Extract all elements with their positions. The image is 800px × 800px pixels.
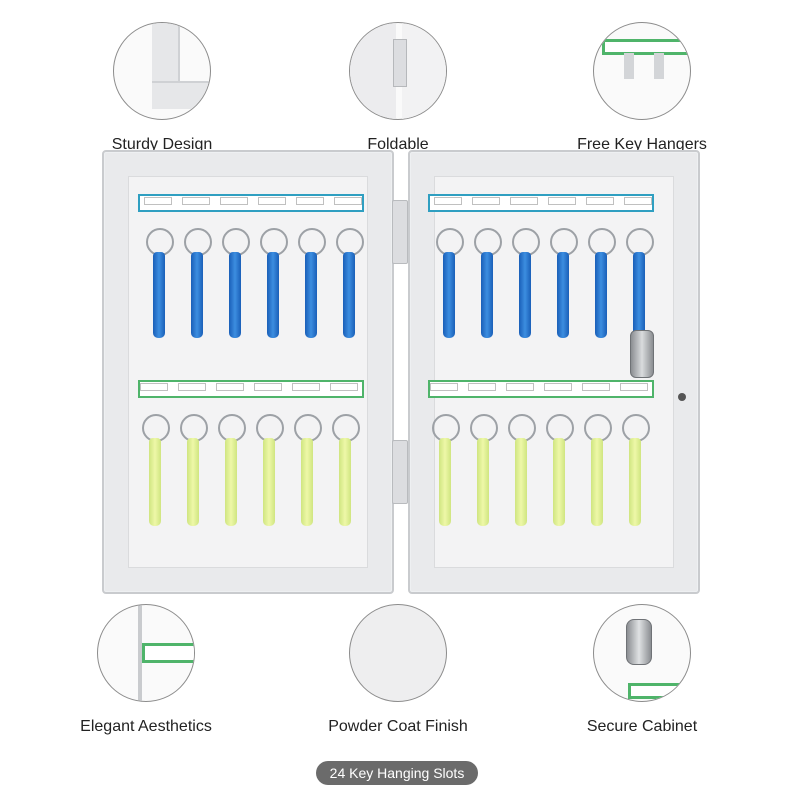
key-fob xyxy=(519,252,531,338)
cabinet-left-door xyxy=(102,150,394,594)
slot-tag xyxy=(258,197,286,205)
lock-icon[interactable] xyxy=(630,330,654,378)
slot-tag xyxy=(182,197,210,205)
feature-powder-coat-finish: Powder Coat Finish xyxy=(328,604,468,736)
feature-free-key-hangers: Free Key Hangers xyxy=(572,22,712,154)
key-slots-banner: 24 Key Hanging Slots xyxy=(316,761,478,785)
slot-tag xyxy=(140,383,168,391)
slot-tag xyxy=(544,383,572,391)
key-fob xyxy=(553,438,565,526)
key-fob xyxy=(153,252,165,338)
key-fob xyxy=(263,438,275,526)
slot-tag xyxy=(330,383,358,391)
surface-icon xyxy=(349,604,447,702)
slot-tag xyxy=(624,197,652,205)
key-fob xyxy=(515,438,527,526)
slot-tag xyxy=(254,383,282,391)
keyhole xyxy=(678,393,686,401)
feature-label: Foldable xyxy=(367,136,429,153)
cabinet-right-body xyxy=(408,150,700,594)
key-fob xyxy=(267,252,279,338)
slot-tag xyxy=(178,383,206,391)
feature-elegant-aesthetics: Elegant Aesthetics xyxy=(76,604,216,736)
key-fob xyxy=(557,252,569,338)
hinge-bottom xyxy=(392,440,408,504)
hinge-icon xyxy=(349,22,447,120)
feature-sturdy-design: Sturdy Design xyxy=(92,22,232,154)
key-fob xyxy=(149,438,161,526)
slot-tag xyxy=(620,383,648,391)
key-fob xyxy=(339,438,351,526)
feature-label: Free Key Hangers xyxy=(577,136,707,153)
key-fob xyxy=(225,438,237,526)
key-fob xyxy=(301,438,313,526)
feature-label: Secure Cabinet xyxy=(586,718,698,735)
hinge-top xyxy=(392,200,408,264)
slot-tag xyxy=(548,197,576,205)
hanger-strip-icon xyxy=(593,22,691,120)
key-fob xyxy=(481,252,493,338)
key-fob xyxy=(629,438,641,526)
slot-tag xyxy=(510,197,538,205)
key-fob xyxy=(443,252,455,338)
key-fob xyxy=(439,438,451,526)
slot-tag xyxy=(216,383,244,391)
feature-label: Sturdy Design xyxy=(111,136,213,153)
slot-tag xyxy=(506,383,534,391)
slot-tag xyxy=(334,197,362,205)
slot-tag xyxy=(292,383,320,391)
feature-label: Powder Coat Finish xyxy=(328,718,468,735)
key-fob xyxy=(187,438,199,526)
slot-tag xyxy=(296,197,324,205)
key-fob xyxy=(477,438,489,526)
key-fob xyxy=(305,252,317,338)
key-fob xyxy=(191,252,203,338)
slot-tag xyxy=(468,383,496,391)
label-strip-icon xyxy=(97,604,195,702)
feature-label: Elegant Aesthetics xyxy=(80,718,212,735)
key-fob xyxy=(229,252,241,338)
feature-secure-cabinet: Secure Cabinet xyxy=(572,604,712,736)
slot-tag xyxy=(144,197,172,205)
slot-tag xyxy=(434,197,462,205)
slot-tag xyxy=(586,197,614,205)
key-fob xyxy=(591,438,603,526)
slot-tag xyxy=(582,383,610,391)
feature-foldable: Foldable xyxy=(328,22,468,154)
slot-tag xyxy=(220,197,248,205)
lock-icon xyxy=(593,604,691,702)
slot-tag xyxy=(472,197,500,205)
key-fob xyxy=(633,252,645,338)
slot-tag xyxy=(430,383,458,391)
corner-detail-icon xyxy=(113,22,211,120)
key-fob xyxy=(343,252,355,338)
key-cabinet xyxy=(102,150,702,594)
key-fob xyxy=(595,252,607,338)
